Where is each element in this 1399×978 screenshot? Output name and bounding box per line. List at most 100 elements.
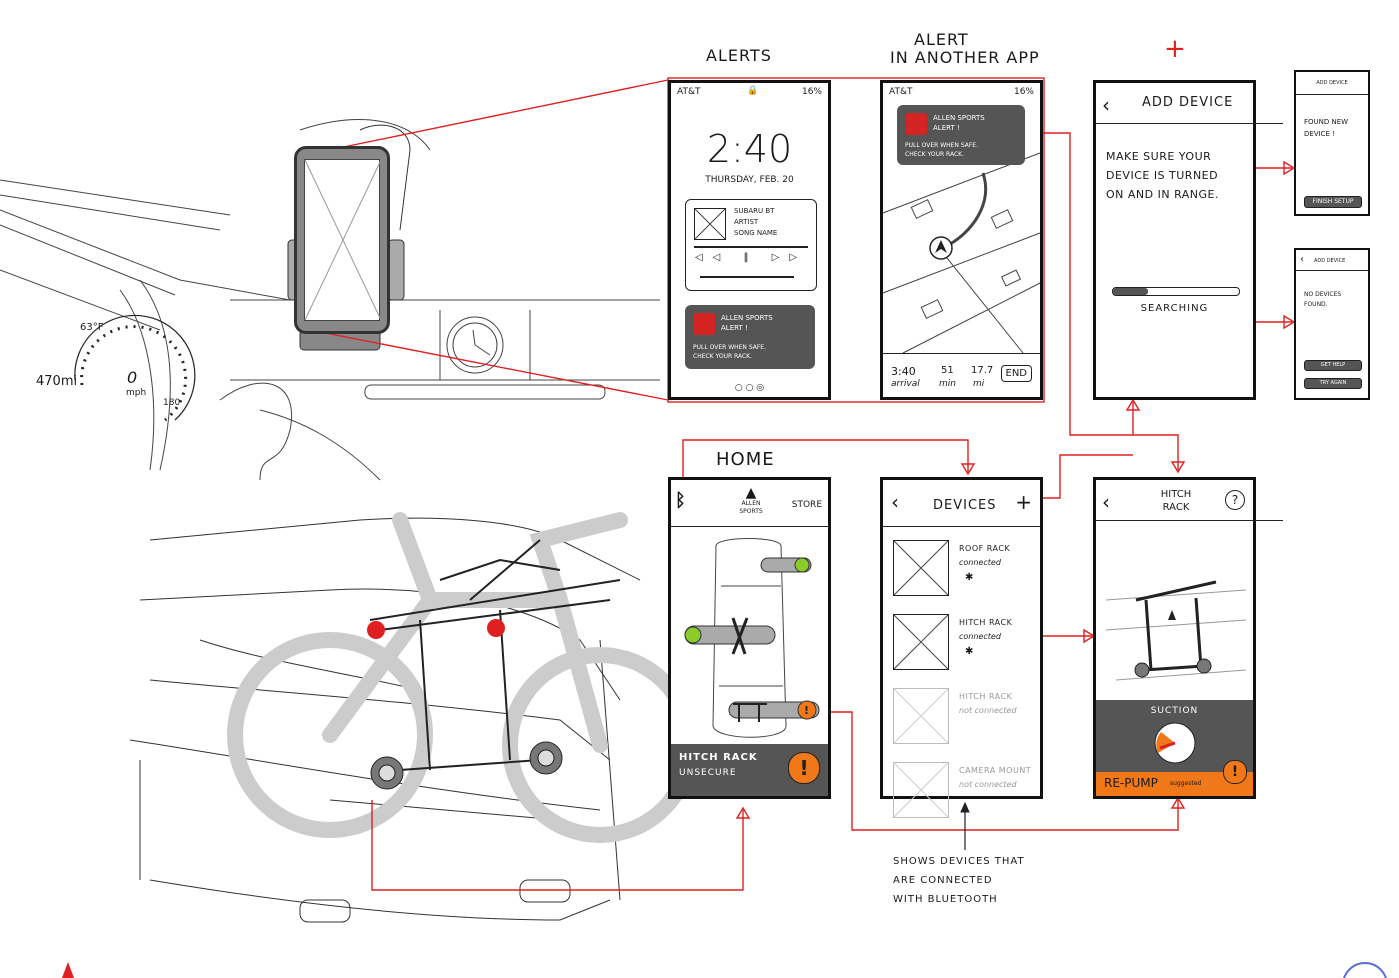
music-controls[interactable]: ◁◁ ‖ ▷▷ — [694, 252, 808, 263]
lockscreen-phone: AT&T 🔒 16% 2:40 THURSDAY, FEB. 20 SUBARU… — [668, 80, 831, 400]
device-row[interactable]: HITCH RACK not connected — [893, 688, 1034, 760]
car-rear-sketch — [129, 517, 641, 923]
lock-alert-body: PULL OVER WHEN SAFE. CHECK YOUR RACK. — [693, 343, 766, 361]
brand-line-2: SPORTS — [739, 508, 763, 515]
alert-title-1: ALLEN SPORTS — [721, 314, 773, 322]
add-device-title: ADD DEVICE — [1142, 95, 1234, 110]
device-status: connected — [959, 632, 1001, 641]
note-shows-devices: SHOWS DEVICES THAT ARE CONNECTED WITH BL… — [893, 852, 1025, 909]
volume-slider[interactable] — [700, 276, 794, 278]
device-status: not connected — [959, 706, 1017, 715]
bluetooth-icon[interactable]: ᛒ — [675, 490, 686, 511]
device-name: ROOF RACK — [959, 544, 1011, 553]
nav-mi-label: mi — [973, 379, 985, 389]
note-line-3: WITH BLUETOOTH — [893, 894, 998, 905]
placeholder-x-icon — [694, 208, 726, 240]
music-artist: ARTIST — [734, 218, 759, 226]
label-plus: + — [1164, 34, 1186, 64]
device-name: HITCH RACK — [959, 692, 1013, 701]
map-sketch — [882, 152, 1041, 354]
search-progress-bar — [1112, 287, 1240, 296]
brand-line-1: ALLEN — [741, 500, 761, 507]
lock-alert-card[interactable]: ALLEN SPORTS ALERT ! PULL OVER WHEN SAFE… — [685, 305, 815, 369]
device-list: ROOF RACK connected ✱ HITCH RACK connected ✱ H… — [893, 540, 1034, 836]
back-chevron-icon[interactable]: ‹ — [1300, 254, 1304, 265]
home-divider — [671, 526, 828, 527]
nav-alert-title: ALLEN SPORTS ALERT ! — [933, 113, 985, 133]
device-name: CAMERA MOUNT — [959, 766, 1032, 775]
car-topview-sketch: ! — [684, 538, 820, 738]
found-divider — [1296, 94, 1368, 95]
nav-app-phone: AT&T 16% ALLEN SPORTS ALERT ! PULL OVER … — [880, 80, 1043, 400]
bluetooth-icon: ✱ — [965, 646, 974, 657]
add-device-button[interactable]: + — [1015, 490, 1032, 514]
help-icon[interactable]: ? — [1225, 490, 1245, 510]
alert-title-1: ALLEN SPORTS — [933, 114, 985, 122]
note-arrow — [960, 801, 970, 850]
dash-temp: 63°F — [80, 322, 104, 333]
try-again-button[interactable]: TRY AGAIN — [1304, 378, 1362, 389]
hitch-illustration — [1105, 580, 1247, 681]
device-thumbnail — [893, 762, 949, 818]
label-alerts: ALERTS — [706, 46, 772, 65]
back-chevron-icon[interactable]: ‹ — [1102, 93, 1110, 117]
nav-carrier: AT&T — [889, 87, 913, 97]
music-song: SONG NAME — [734, 229, 778, 237]
dash-speed: 0 — [127, 368, 138, 387]
warning-icon[interactable]: ! — [1223, 760, 1247, 784]
allen-logo-icon — [693, 313, 715, 335]
repump-label: RE-PUMP — [1104, 776, 1158, 790]
found-line-2: DEVICE ! — [1304, 130, 1336, 138]
lock-carrier: AT&T — [677, 87, 701, 97]
bottom-logo-mark — [62, 962, 74, 978]
lock-icon: 🔒 — [747, 86, 759, 96]
arrowheads — [735, 160, 1296, 819]
home-status-bar[interactable]: HITCH RACK UNSECURE ! — [671, 744, 828, 796]
rack-feet — [367, 619, 563, 790]
not-found-line-1: NO DEVICES — [1304, 291, 1342, 298]
dash-range: 470mi — [36, 374, 78, 389]
device-row[interactable]: ROOF RACK connected ✱ — [893, 540, 1034, 612]
speed-gauge — [74, 314, 196, 422]
alert-body-2: CHECK YOUR RACK. — [693, 353, 753, 360]
alert-body-2: CHECK YOUR RACK. — [905, 151, 965, 158]
alert-title-2: ALERT ! — [933, 124, 960, 132]
instr-line-1: MAKE SURE YOUR — [1106, 150, 1212, 163]
home-status-title: HITCH RACK — [679, 752, 758, 763]
lock-battery: 16% — [801, 87, 822, 97]
instr-line-2: DEVICE IS TURNED — [1106, 169, 1219, 182]
alert-body-1: PULL OVER WHEN SAFE. — [693, 344, 766, 351]
found-line-1: FOUND NEW — [1304, 118, 1349, 126]
search-progress-fill — [1113, 288, 1149, 295]
back-chevron-icon[interactable]: ‹ — [891, 490, 899, 514]
get-help-button[interactable]: GET HELP — [1304, 360, 1362, 371]
dash-phone — [294, 146, 390, 334]
finish-setup-button[interactable]: FINISH SETUP — [1304, 196, 1362, 208]
warning-icon[interactable]: ! — [788, 752, 820, 784]
nav-mi: 17.7 — [971, 365, 994, 376]
music-progress[interactable] — [694, 246, 808, 248]
nav-arrival: 3:40 — [891, 365, 916, 378]
found-message: FOUND NEW DEVICE ! — [1304, 116, 1348, 140]
repump-bar[interactable]: RE-PUMP suggested ! — [1096, 760, 1253, 796]
suction-gauge-icon — [1154, 722, 1196, 764]
bluetooth-icon: ✱ — [965, 572, 974, 583]
allen-sports-logo: ▲ ALLEN SPORTS — [729, 486, 773, 516]
note-line-1: SHOWS DEVICES THAT — [893, 856, 1025, 867]
lock-time: 2:40 — [706, 127, 793, 171]
hitch-title-2: RACK — [1162, 502, 1190, 513]
music-widget: SUBARU BT ARTIST SONG NAME ◁◁ ‖ ▷▷ — [685, 199, 817, 291]
album-art-placeholder — [694, 208, 726, 240]
note-line-2: ARE CONNECTED — [893, 875, 993, 886]
device-status: connected — [959, 558, 1001, 567]
store-link[interactable]: STORE — [791, 500, 822, 510]
nav-divider — [883, 353, 1040, 354]
nav-end-button[interactable]: END — [1000, 365, 1032, 382]
rack-sketch — [369, 539, 621, 771]
back-chevron-icon[interactable]: ‹ — [1102, 490, 1110, 514]
music-info: SUBARU BT ARTIST SONG NAME — [734, 206, 777, 239]
dash-speed-unit: mph — [126, 388, 147, 398]
nav-alert-card[interactable]: ALLEN SPORTS ALERT ! PULL OVER WHEN SAFE… — [897, 105, 1025, 165]
